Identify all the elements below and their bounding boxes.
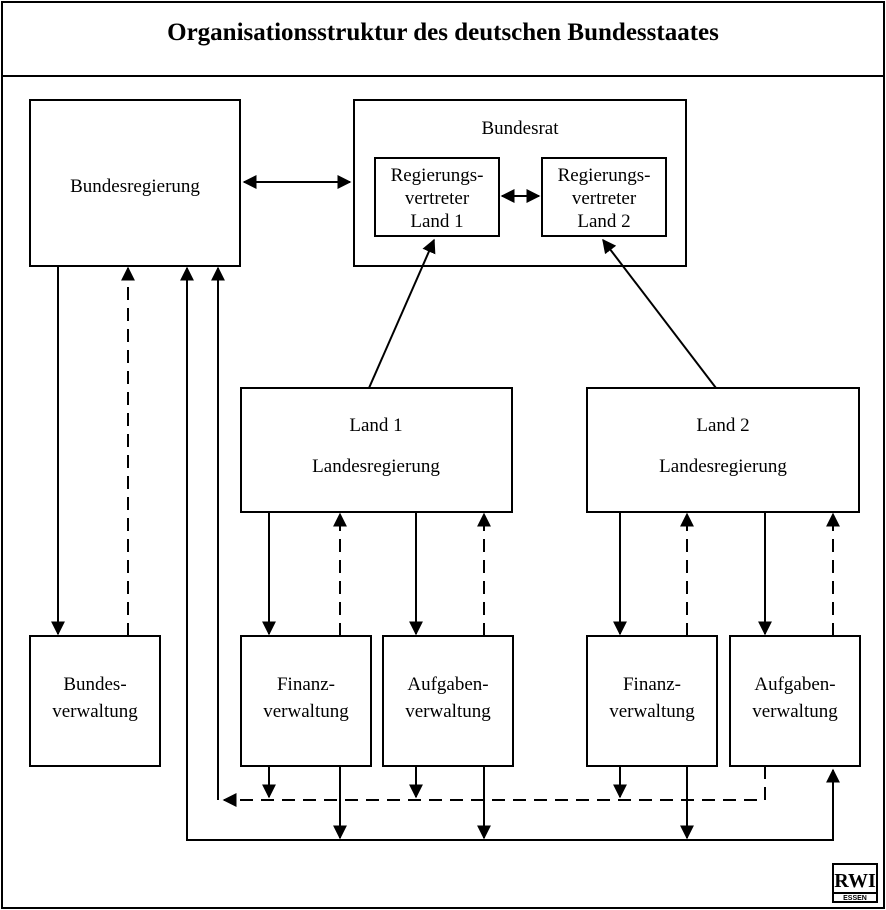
label-bundesregierung: Bundesregierung xyxy=(70,176,200,197)
bus-solid-bundesregierung xyxy=(180,266,840,841)
label-vertreter2-line1: Regierungs- xyxy=(558,165,651,186)
node-bundesverwaltung xyxy=(29,635,161,767)
label-finanz2-line1: Finanz- xyxy=(623,674,681,695)
label-aufgaben1-line1: Aufgaben- xyxy=(407,674,488,695)
node-land2 xyxy=(586,387,860,513)
label-land2-line1: Land 2 xyxy=(696,415,749,436)
label-finanz1-line2: verwaltung xyxy=(263,701,349,722)
diagram-title: Organisationsstruktur des deutschen Bund… xyxy=(167,19,719,46)
node-land1 xyxy=(240,387,513,513)
rwi-logo: RWI ESSEN xyxy=(832,863,878,903)
label-vertreter1-line1: Regierungs- xyxy=(391,165,484,186)
label-aufgaben1-line2: verwaltung xyxy=(405,701,491,722)
label-finanz1-line1: Finanz- xyxy=(277,674,335,695)
label-vertreter2-line2: vertreter xyxy=(572,188,637,209)
label-bundesverwaltung-line2: verwaltung xyxy=(52,701,138,722)
logo-frame xyxy=(832,863,878,903)
node-vertreter2 xyxy=(541,157,667,237)
logo-rwi-text: RWI xyxy=(834,870,876,892)
label-aufgaben2-line2: verwaltung xyxy=(752,701,838,722)
label-bundesverwaltung-line1: Bundes- xyxy=(63,674,126,695)
node-bundesregierung xyxy=(29,99,241,267)
label-land2-line2: Landesregierung xyxy=(659,456,787,477)
logo-essen-text: ESSEN xyxy=(843,895,867,902)
label-vertreter1-line2: vertreter xyxy=(405,188,470,209)
label-vertreter2-line3: Land 2 xyxy=(577,211,630,232)
label-land1-line2: Landesregierung xyxy=(312,456,440,477)
label-land1-line1: Land 1 xyxy=(349,415,402,436)
bus-dashed-reporting xyxy=(222,766,766,807)
label-bundesrat: Bundesrat xyxy=(481,118,559,139)
label-vertreter1-line3: Land 1 xyxy=(410,211,463,232)
label-finanz2-line2: verwaltung xyxy=(609,701,695,722)
node-vertreter1 xyxy=(374,157,500,237)
label-aufgaben2-line1: Aufgaben- xyxy=(754,674,835,695)
